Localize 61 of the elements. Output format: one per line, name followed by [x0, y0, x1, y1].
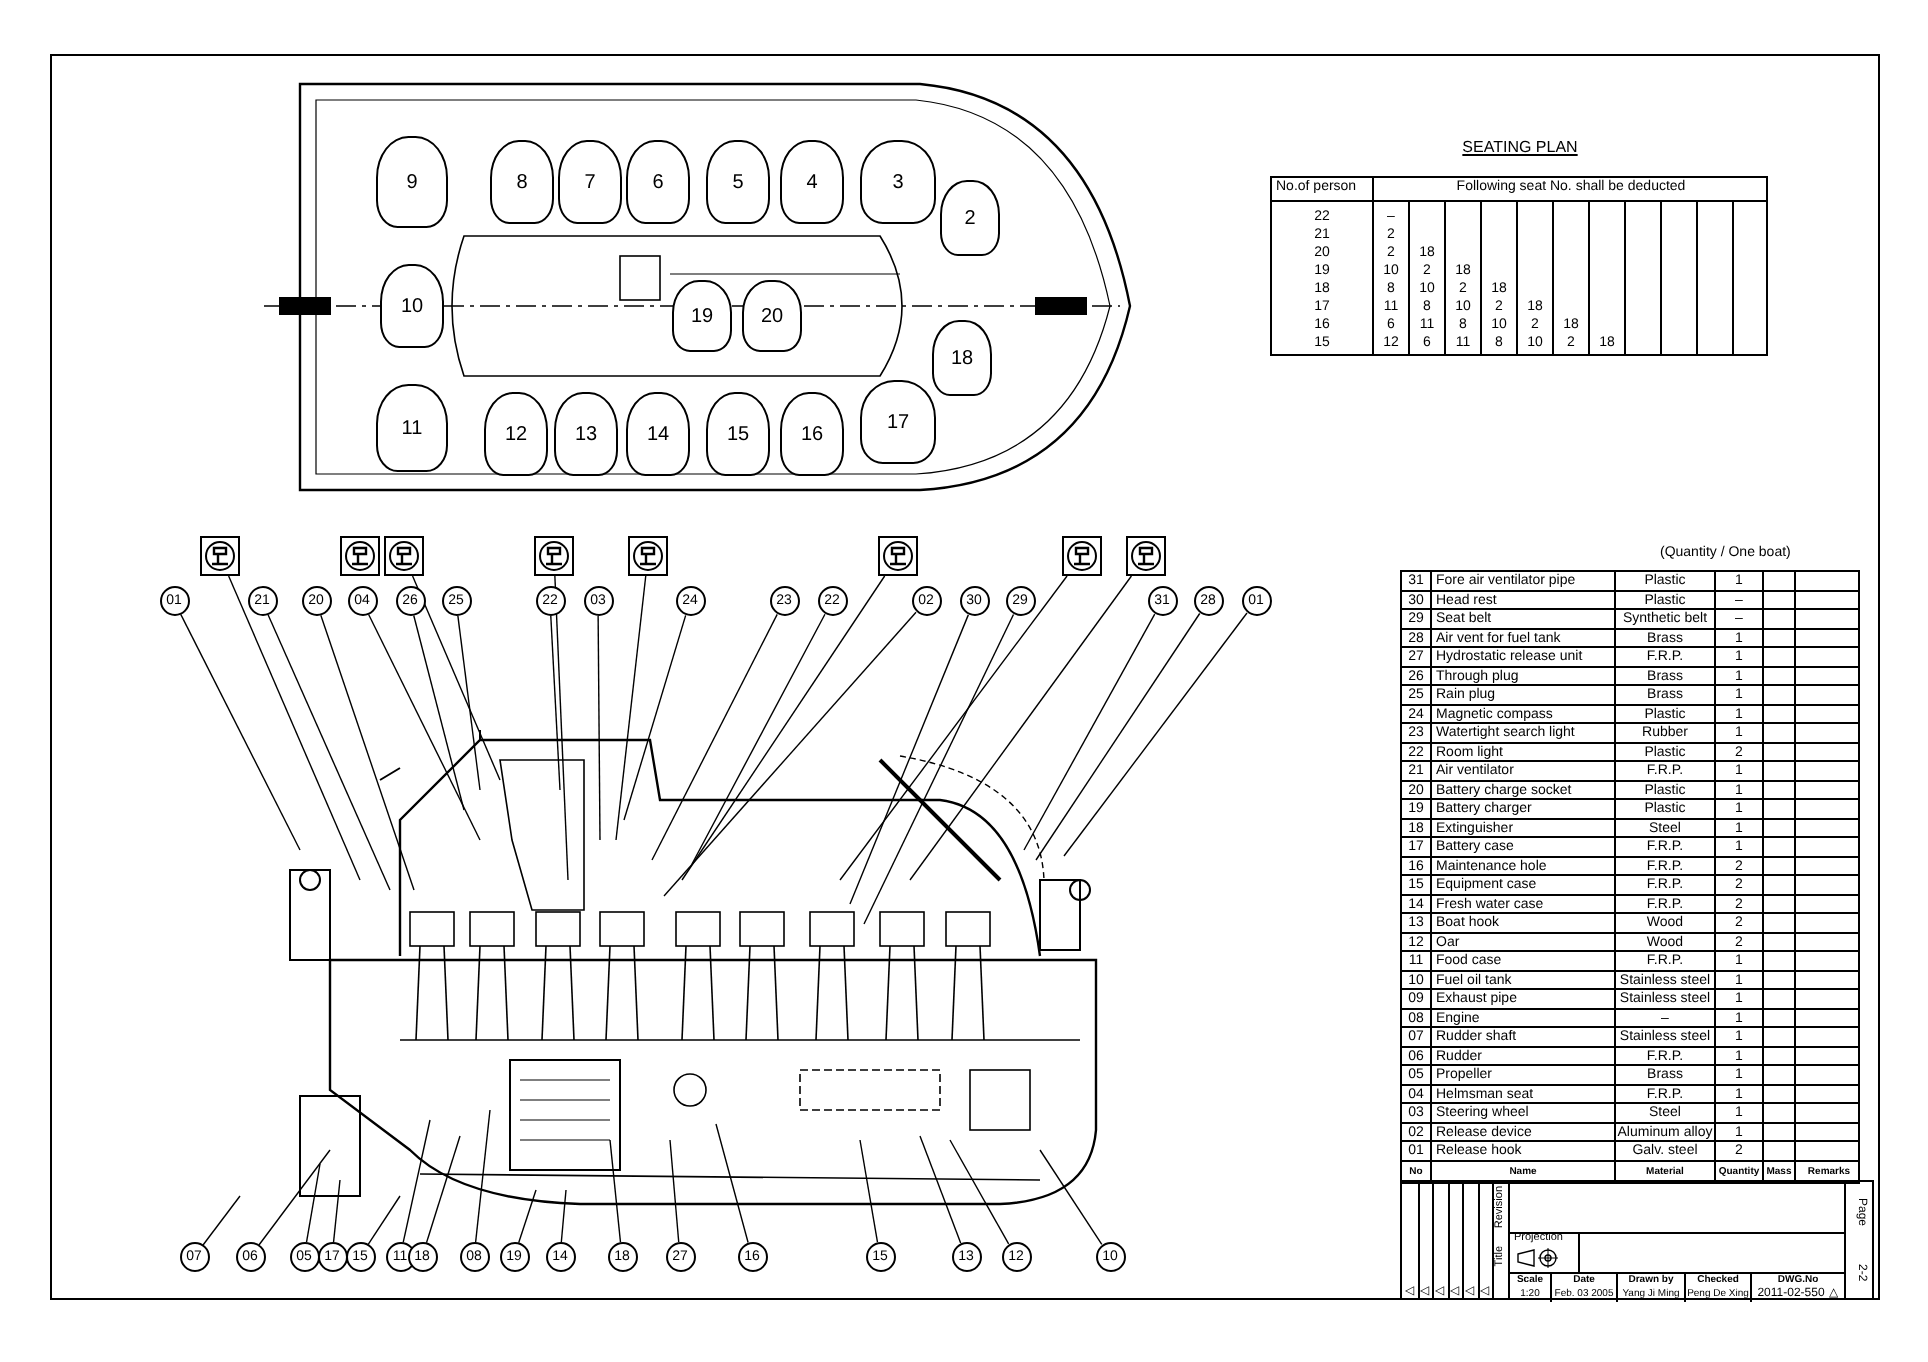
leader-line: [474, 1109, 491, 1243]
leader-line: [305, 1163, 321, 1243]
seat: 16: [780, 392, 844, 476]
seat: 3: [860, 140, 936, 224]
leader-line: [863, 613, 1015, 925]
seat: 6: [626, 140, 690, 224]
seat: 14: [626, 392, 690, 476]
seat: 11: [376, 384, 448, 472]
seat: 9: [376, 136, 448, 228]
leader-line: [560, 1189, 567, 1243]
leader-line: [367, 1195, 401, 1246]
seat: 19: [672, 280, 732, 352]
leader-line: [681, 575, 886, 881]
seat: 8: [490, 140, 554, 224]
leader-line: [609, 1139, 622, 1243]
leader-line: [180, 613, 301, 851]
leader-line: [597, 615, 601, 841]
seat: 5: [706, 140, 770, 224]
leader-line: [332, 1179, 341, 1243]
leader-line: [949, 1139, 1010, 1245]
seat: 20: [742, 280, 802, 352]
leader-line: [715, 1123, 749, 1244]
seat: 4: [780, 140, 844, 224]
table-title: SEATING PLAN: [1462, 136, 1578, 160]
leader-line: [1039, 1149, 1103, 1246]
seat: 10: [380, 264, 444, 348]
leader-line: [1035, 612, 1201, 861]
leader-line: [227, 575, 361, 881]
leader-line: [615, 575, 647, 841]
leader-line: [909, 575, 1133, 881]
leader-line: [849, 614, 970, 905]
leader-line: [411, 575, 501, 781]
leader-line: [1023, 613, 1156, 851]
leader-line: [425, 1135, 461, 1244]
leader-line: [402, 1119, 431, 1244]
leader-line: [267, 614, 391, 891]
leader-line: [839, 575, 1068, 881]
seat: 12: [484, 392, 548, 476]
leader-line: [1063, 612, 1248, 857]
leader-line: [550, 615, 561, 791]
seat: 13: [554, 392, 618, 476]
leader-line: [554, 575, 569, 881]
seat: 17: [860, 380, 936, 464]
leader-line: [669, 1139, 680, 1243]
leader-line: [517, 1189, 537, 1244]
leader-line: [623, 614, 687, 821]
leader-line: [651, 613, 778, 861]
seat: 2: [940, 180, 1000, 256]
leader-line: [691, 613, 826, 865]
leader-line: [859, 1139, 879, 1243]
leader-line: [457, 615, 481, 791]
seat: 7: [558, 140, 622, 224]
seat: 18: [932, 320, 992, 396]
leader-line: [663, 611, 917, 897]
leader-line: [413, 614, 465, 811]
leader-line: [258, 1149, 331, 1246]
leader-line: [367, 613, 481, 841]
leader-line: [202, 1195, 241, 1246]
leader-line: [919, 1135, 962, 1244]
seat: 15: [706, 392, 770, 476]
leader-line: [320, 614, 415, 891]
